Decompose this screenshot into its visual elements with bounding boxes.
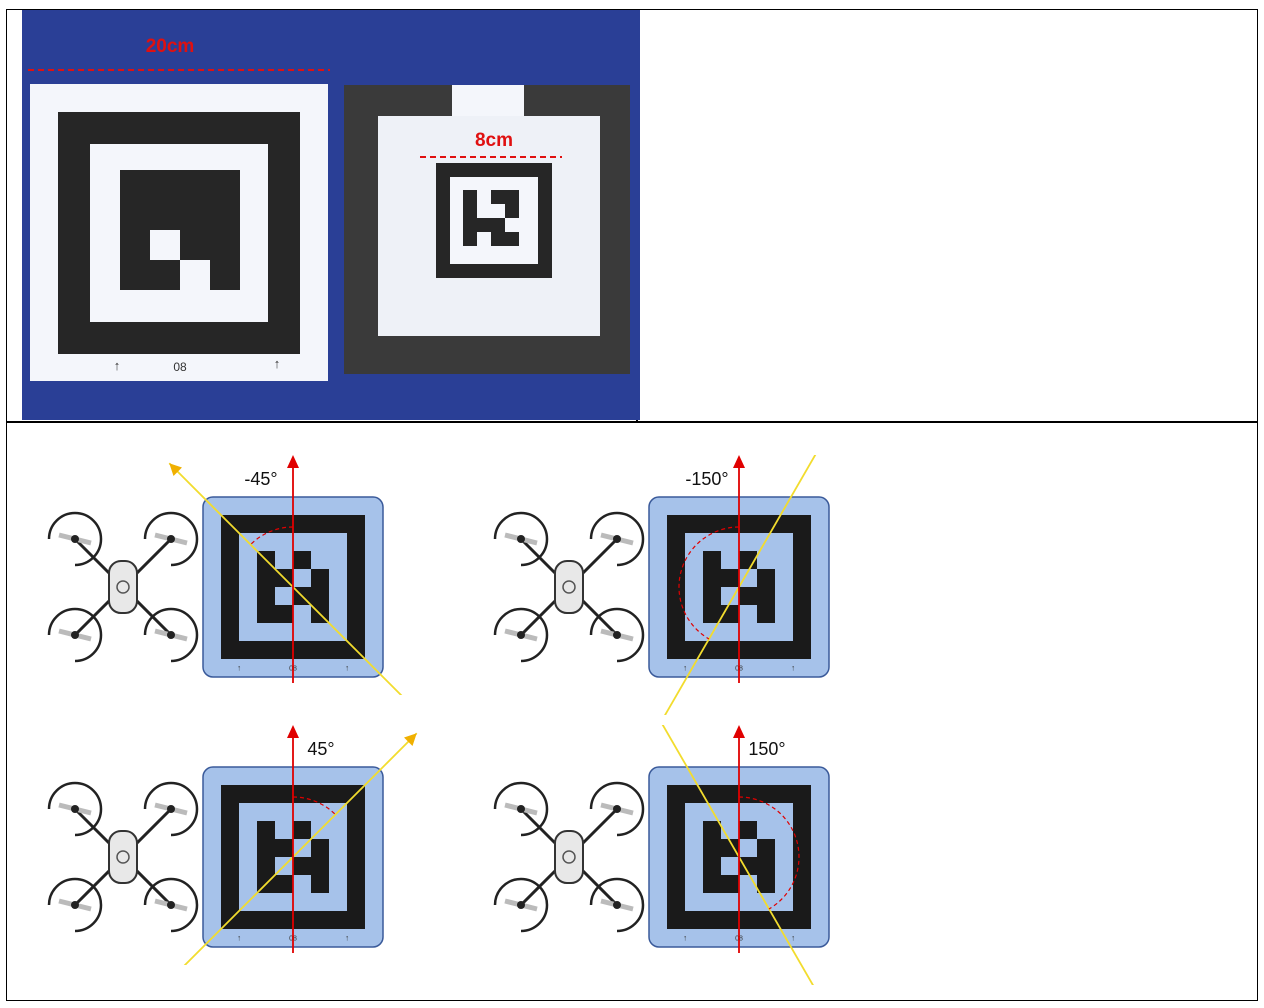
heading-diagram-plus-45: ↑08↑45°	[28, 725, 428, 965]
drone-body	[109, 561, 137, 613]
marker-cell	[703, 569, 721, 587]
motor-hub	[167, 805, 175, 813]
frame-divider-horizontal	[6, 421, 1258, 423]
marker-cell	[311, 587, 329, 605]
marker-cell	[721, 569, 739, 587]
marker-photo: ↑ 08 ↑ 20cm 8cm	[22, 10, 640, 420]
motor-hub	[167, 535, 175, 543]
marker-cell	[703, 587, 721, 605]
reference-arrow-head	[733, 455, 745, 468]
angle-label: 150°	[748, 739, 785, 759]
drone	[49, 513, 197, 661]
marker-cell	[703, 839, 721, 857]
marker-cell	[311, 569, 329, 587]
marker-cell	[257, 857, 275, 875]
marker-cell	[703, 605, 721, 623]
marker-cell	[703, 857, 721, 875]
marker-arrow-right: ↑	[791, 934, 795, 943]
motor-hub	[71, 805, 79, 813]
drone	[495, 783, 643, 931]
motor-hub	[613, 901, 621, 909]
heading-diagram-plus-150: ↑08↑150°	[474, 725, 874, 985]
motor-hub	[517, 805, 525, 813]
marker-cell	[257, 821, 275, 839]
drone-body	[555, 831, 583, 883]
marker-cell	[257, 569, 275, 587]
motor-hub	[613, 631, 621, 639]
large-marker-id: 08	[173, 360, 187, 374]
marker-arrow-left: ↑	[683, 934, 687, 943]
marker-arrow-right: ↑	[345, 934, 349, 943]
marker-cell	[721, 875, 739, 893]
marker-cell	[739, 821, 757, 839]
motor-hub	[167, 901, 175, 909]
motor-hub	[71, 901, 79, 909]
motor-hub	[167, 631, 175, 639]
marker-cell	[703, 875, 721, 893]
motor-hub	[517, 901, 525, 909]
marker-cell	[311, 875, 329, 893]
small-marker-size-label: 8cm	[475, 130, 513, 151]
marker-cell	[757, 587, 775, 605]
marker-arrow-left: ↑	[237, 934, 241, 943]
reference-arrow-head	[287, 455, 299, 468]
marker-cell	[275, 605, 293, 623]
drone	[495, 513, 643, 661]
marker-cell	[757, 569, 775, 587]
angle-label: 45°	[307, 739, 334, 759]
marker-cell	[293, 857, 311, 875]
drone	[49, 783, 197, 931]
marker-cell	[257, 587, 275, 605]
large-marker-size-label: 20cm	[146, 36, 195, 57]
marker-arrow-right: ↑	[791, 664, 795, 673]
motor-hub	[71, 535, 79, 543]
reference-arrow-head	[287, 725, 299, 738]
drone-body	[109, 831, 137, 883]
small-marker-pattern	[463, 190, 519, 246]
marker-cell	[293, 551, 311, 569]
reference-arrow-head	[733, 725, 745, 738]
marker-cell	[275, 875, 293, 893]
large-marker-card: ↑ 08 ↑	[30, 84, 328, 381]
marker-arrow-left: ↑	[683, 664, 687, 673]
motor-hub	[71, 631, 79, 639]
marker-cell	[757, 839, 775, 857]
angle-label: -45°	[244, 469, 277, 489]
motor-hub	[613, 805, 621, 813]
marker-cell	[311, 857, 329, 875]
marker-cell	[757, 875, 775, 893]
motor-hub	[613, 535, 621, 543]
marker-arrow-right: ↑	[345, 664, 349, 673]
marker-cell	[293, 821, 311, 839]
marker-cell	[703, 821, 721, 839]
marker-cell	[275, 839, 293, 857]
angle-label: -150°	[685, 469, 728, 489]
arrow-mark-left: ↑	[114, 358, 121, 373]
marker-cell	[311, 839, 329, 857]
arrow-mark-right: ↑	[274, 356, 281, 371]
small-marker-plate	[344, 85, 630, 374]
motor-hub	[517, 535, 525, 543]
heading-diagram-minus-150: ↑08↑-150°	[474, 455, 874, 715]
drone-body	[555, 561, 583, 613]
large-marker-pattern	[120, 170, 240, 290]
motor-hub	[517, 631, 525, 639]
marker-cell	[757, 605, 775, 623]
marker-cell	[739, 587, 757, 605]
marker-arrow-left: ↑	[237, 664, 241, 673]
heading-diagram-minus-45: ↑08↑-45°	[28, 455, 428, 695]
marker-cell	[257, 839, 275, 857]
marker-cell	[757, 857, 775, 875]
marker-cell	[703, 551, 721, 569]
marker-cell	[257, 605, 275, 623]
